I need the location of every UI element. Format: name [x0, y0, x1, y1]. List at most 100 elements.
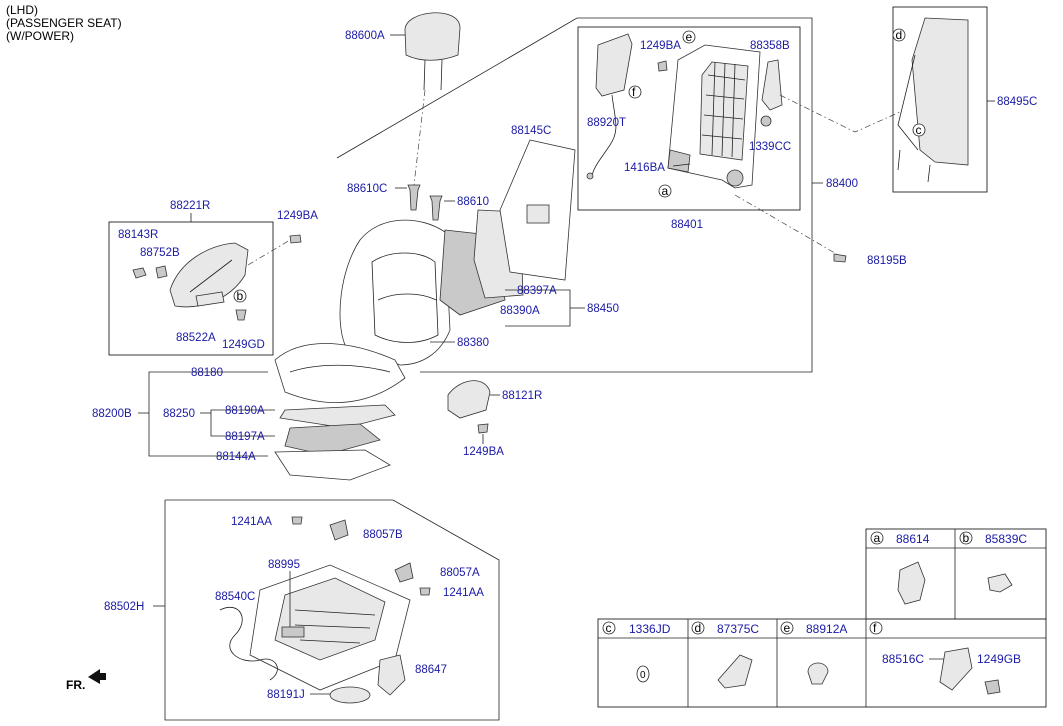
callout-e[interactable]: [682, 30, 696, 44]
back-cover-box: [892, 6, 988, 193]
label-88145C[interactable]: 88145C: [511, 125, 551, 137]
label-88144A[interactable]: 88144A: [216, 451, 256, 463]
label-88057A[interactable]: 88057A: [440, 567, 480, 579]
label-88200B[interactable]: 88200B: [92, 408, 132, 420]
label-88522A[interactable]: 88522A: [176, 332, 216, 344]
module-88995-part: [281, 626, 305, 638]
label-88540C[interactable]: 88540C: [215, 591, 255, 603]
legend-a-part[interactable]: 88614: [896, 532, 930, 546]
seat-track-box: [164, 499, 500, 721]
nut-1339CC-part: [760, 115, 772, 127]
label-88190A[interactable]: 88190A: [225, 405, 265, 417]
label-88358B[interactable]: 88358B: [750, 40, 790, 52]
callout-b-main-letter: b: [237, 289, 244, 303]
back-cover-dashline: [779, 94, 901, 133]
legend-b-image: [987, 573, 1013, 593]
label-88995[interactable]: 88995: [268, 559, 300, 571]
seat-cushion-part: [274, 343, 406, 403]
legend-f-part2[interactable]: 1249GB: [977, 652, 1021, 666]
label-1249BA-low[interactable]: 1249BA: [463, 446, 504, 458]
label-88121R[interactable]: 88121R: [502, 390, 542, 402]
front-arrow-icon: [88, 669, 106, 684]
pad-88144A-part: [274, 449, 391, 481]
bracket-88057B-part: [329, 519, 349, 541]
label-88495C[interactable]: 88495C: [997, 96, 1037, 108]
label-88057B[interactable]: 88057B: [363, 529, 403, 541]
legend-b-letter: b: [963, 531, 970, 545]
harness-88540C-part: [219, 606, 278, 681]
dash-headrest: [413, 89, 426, 186]
dash-side-bolt: [247, 239, 291, 266]
legend-d-part[interactable]: 87375C: [717, 622, 759, 636]
label-88180[interactable]: 88180: [191, 367, 223, 379]
airbag-module-part: [586, 33, 633, 180]
cover-88647-part: [377, 654, 406, 696]
panel-88145C-label: [526, 204, 550, 224]
label-88401[interactable]: 88401: [671, 219, 703, 231]
label-88191J[interactable]: 88191J: [267, 689, 305, 701]
label-88920T[interactable]: 88920T: [587, 117, 626, 129]
legend-f-screw: [984, 679, 1001, 695]
legend-f-part1[interactable]: 88516C: [882, 652, 924, 666]
label-1249BA-side[interactable]: 1249BA: [277, 210, 318, 222]
callout-a-main[interactable]: [658, 184, 672, 198]
label-88610C[interactable]: 88610C: [347, 183, 387, 195]
callout-b-main[interactable]: [233, 289, 247, 303]
legend-c-circle[interactable]: [602, 621, 616, 635]
cover-88191J-part: [329, 686, 371, 704]
back-cover-part: [897, 17, 969, 183]
seatback-group-frame: [336, 17, 813, 373]
label-88502H[interactable]: 88502H: [104, 601, 144, 613]
label-88450[interactable]: 88450: [587, 303, 619, 315]
label-88143R[interactable]: 88143R: [118, 229, 158, 241]
label-88221R[interactable]: 88221R: [170, 200, 210, 212]
seatback-cushion-part: [339, 219, 451, 366]
legend-f-circle[interactable]: [869, 621, 883, 635]
front-indicator: FR.: [66, 678, 85, 692]
label-1249GD[interactable]: 1249GD: [222, 339, 265, 351]
header-passenger-seat: (PASSENGER SEAT): [6, 16, 122, 30]
legend-b-circle[interactable]: [959, 531, 973, 545]
callout-f[interactable]: [628, 85, 642, 99]
label-88400[interactable]: 88400: [826, 178, 858, 190]
bolt-1249BA-side-part: [289, 234, 302, 244]
label-88390A[interactable]: 88390A: [500, 305, 540, 317]
callout-c-main[interactable]: [912, 123, 926, 137]
bracket-88250: [210, 409, 275, 437]
cover-88121R-part: [447, 380, 491, 419]
legend-c-letter: c: [606, 621, 612, 635]
cover-88143R-part: [132, 267, 147, 279]
label-88250[interactable]: 88250: [163, 408, 195, 420]
legend-e-circle[interactable]: [780, 621, 794, 635]
frame-box-88401: [577, 26, 801, 211]
label-1241AA-a[interactable]: 1241AA: [231, 516, 272, 528]
label-1249BA-top[interactable]: 1249BA: [640, 40, 681, 52]
label-88197A[interactable]: 88197A: [225, 431, 265, 443]
label-1339CC[interactable]: 1339CC: [749, 141, 791, 153]
legend-b-part[interactable]: 85839C: [985, 532, 1027, 546]
label-88610[interactable]: 88610: [457, 196, 489, 208]
label-88647[interactable]: 88647: [415, 664, 447, 676]
callout-d-main-letter: d: [896, 28, 903, 42]
headrest-part: [404, 12, 461, 91]
legend-d-circle[interactable]: [691, 621, 705, 635]
legend-c-image: [636, 665, 650, 683]
legend-e-part[interactable]: 88912A: [806, 622, 847, 636]
bracket-88057A-part: [394, 562, 414, 583]
legend-c-part[interactable]: 1336JD: [629, 622, 671, 636]
leader-1416BA: [672, 163, 691, 167]
header-power: (W/POWER): [6, 29, 74, 43]
callout-d-main[interactable]: [892, 28, 906, 42]
label-88195B[interactable]: 88195B: [867, 255, 907, 267]
legend-e-letter: e: [784, 621, 791, 635]
label-1241AA-b[interactable]: 1241AA: [443, 587, 484, 599]
label-88752B[interactable]: 88752B: [140, 247, 180, 259]
label-88600A[interactable]: 88600A: [345, 30, 385, 42]
legend-a-circle[interactable]: [870, 531, 884, 545]
callout-c-main-letter: c: [916, 123, 922, 137]
label-88397A[interactable]: 88397A: [517, 285, 557, 297]
label-1416BA[interactable]: 1416BA: [624, 162, 665, 174]
guide-88610C-part: [407, 184, 421, 211]
callout-a-main-letter: a: [662, 184, 669, 198]
label-88380[interactable]: 88380: [457, 337, 489, 349]
